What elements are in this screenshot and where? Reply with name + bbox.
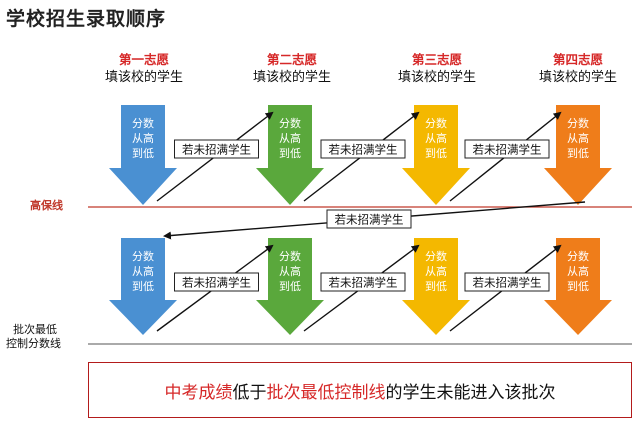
transition-label-row-1-1: 若未招满学生 <box>182 143 251 157</box>
transition-label-row-1-1-box <box>174 139 259 159</box>
arrow-text: 分数 <box>425 250 447 263</box>
arrow-text: 从高 <box>567 264 589 278</box>
arrow-text: 到低 <box>425 147 447 160</box>
wish-4-title: 第四志愿 <box>552 52 603 67</box>
bottom-note-part-1: 中考成绩 <box>164 382 233 403</box>
bottom-note-part-4: 的学生未能进入该批次 <box>385 382 556 403</box>
wish-2-row-1-arrow <box>256 105 324 205</box>
arrow-text: 从高 <box>279 264 301 278</box>
arrow-text: 从高 <box>132 264 154 278</box>
arrow-text: 分数 <box>279 117 301 130</box>
transition-label-row-1-3-box <box>464 139 550 159</box>
wish-2-desc: 填该校的学生 <box>252 70 331 85</box>
batch-line-label-2: 控制分数线 <box>6 337 61 350</box>
wish-3-row-1-arrow <box>402 105 470 205</box>
arrow-text: 到低 <box>132 147 154 160</box>
arrow-text: 到低 <box>279 280 301 293</box>
wish-4-row-2-arrow <box>544 238 612 335</box>
arrow-text: 分数 <box>132 117 154 130</box>
transition-label-row-1-2-box <box>320 139 406 159</box>
wish-1-row-2-arrow <box>109 238 177 335</box>
high-line-label: 高保线 <box>30 199 63 212</box>
arrow-text: 分数 <box>279 250 301 263</box>
wish-2-row-2-arrow <box>256 238 324 335</box>
wish-3-row-2-arrow <box>402 238 470 335</box>
arrow-text: 分数 <box>425 117 447 130</box>
arrow-text: 分数 <box>132 250 154 263</box>
transition-label-row-2-3-box <box>464 272 550 292</box>
bottom-note: 中考成绩 低于 批次最低控制线 的学生未能进入该批次 <box>88 362 632 418</box>
arrow-text: 到低 <box>279 147 301 160</box>
transition-label-row-2-3: 若未招满学生 <box>473 276 542 290</box>
wish-2-title: 第二志愿 <box>266 52 317 67</box>
arrow-text: 从高 <box>132 131 154 145</box>
arrow-text: 从高 <box>425 264 447 278</box>
wish-4-row-1-arrow <box>544 105 612 205</box>
wish-4-desc: 填该校的学生 <box>538 70 617 85</box>
page-title: 学校招生录取顺序 <box>6 8 167 30</box>
transition-label-row-2-1-box <box>174 272 259 292</box>
batch-line-label-1: 批次最低 <box>13 323 57 336</box>
transition-label-row-2-2: 若未招满学生 <box>329 276 398 290</box>
arrow-text: 从高 <box>567 131 589 145</box>
return-label-box <box>326 209 412 229</box>
transition-label-row-2-2-box <box>320 272 406 292</box>
wish-3-desc: 填该校的学生 <box>397 70 476 85</box>
transition-label-row-1-2: 若未招满学生 <box>329 143 398 157</box>
wish-1-title: 第一志愿 <box>118 52 169 67</box>
arrow-text: 到低 <box>425 280 447 293</box>
transition-label-row-2-1: 若未招满学生 <box>182 276 251 290</box>
return-label: 若未招满学生 <box>335 213 404 227</box>
arrow-text: 到低 <box>132 280 154 293</box>
arrow-text: 分数 <box>567 117 589 130</box>
wish-1-row-1-arrow <box>109 105 177 205</box>
wish-3-title: 第三志愿 <box>411 52 462 67</box>
wish-1-desc: 填该校的学生 <box>104 70 183 85</box>
bottom-note-part-2: 低于 <box>232 382 267 403</box>
bottom-note-part-3: 批次最低控制线 <box>266 382 386 403</box>
arrow-text: 分数 <box>567 250 589 263</box>
arrow-text: 到低 <box>567 280 589 293</box>
arrow-text: 到低 <box>567 147 589 160</box>
transition-label-row-1-3: 若未招满学生 <box>473 143 542 157</box>
arrow-text: 从高 <box>425 131 447 145</box>
arrow-text: 从高 <box>279 131 301 145</box>
